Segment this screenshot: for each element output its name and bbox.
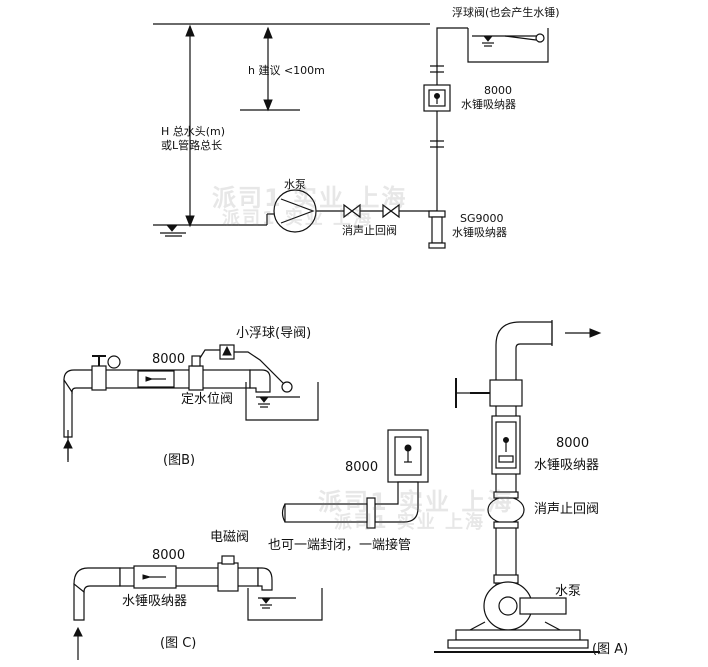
figc-solenoid: 电磁阀 xyxy=(210,530,250,545)
figa-caption: (图 A) xyxy=(592,642,629,657)
top-system-diagram xyxy=(153,23,549,249)
watermark-mid-1: 派司1 实业 上海 xyxy=(318,488,514,516)
figure-b-diagram xyxy=(63,344,319,462)
watermark-mid-2: 派司1 实业 上海 xyxy=(334,512,486,533)
figa-pump: 水泵 xyxy=(555,584,582,599)
middle-note: 也可一端封闭，一端接管 xyxy=(268,538,412,553)
absorber-top-model: 8000 xyxy=(484,84,512,97)
watermark-top-1: 派司1 实业 上海 xyxy=(212,184,408,212)
absorber-bottom-name: 水锤吸纳器 xyxy=(452,226,507,239)
figb-level-valve: 定水位阀 xyxy=(181,392,234,407)
figa-check-valve: 消声止回阀 xyxy=(534,502,600,517)
figc-caption: (图 C) xyxy=(160,636,197,651)
absorber-bottom xyxy=(428,210,446,249)
absorber-top-name: 水锤吸纳器 xyxy=(461,98,516,111)
h-total-label-2: 或L管路总长 xyxy=(161,139,223,152)
middle-model: 8000 xyxy=(345,460,379,475)
h-suggest-label: h 建议 <100m xyxy=(248,64,325,77)
h-total-label-1: H 总水头(m) xyxy=(161,125,226,138)
figa-model: 8000 xyxy=(556,436,590,451)
check-valve-label: 消声止回阀 xyxy=(342,224,397,237)
figure-a-diagram xyxy=(434,320,602,653)
float-valve-note: 浮球阀(也会产生水锤) xyxy=(452,6,560,19)
figb-caption: (图B) xyxy=(163,453,196,468)
absorber-top xyxy=(423,84,451,112)
pump-label: 水泵 xyxy=(284,178,306,191)
watermark-top-2: 派司1 实业 上海 xyxy=(222,208,374,229)
figc-model: 8000 xyxy=(152,548,186,563)
figc-absorber-name: 水锤吸纳器 xyxy=(122,594,188,609)
middle-detail-diagram xyxy=(281,429,429,529)
figb-model: 8000 xyxy=(152,352,186,367)
upper-tank xyxy=(467,28,549,63)
figb-small-float: 小浮球(导阀) xyxy=(236,326,312,341)
absorber-bottom-model: SG9000 xyxy=(460,212,504,225)
riser-pipe xyxy=(436,27,468,222)
figure-c-diagram xyxy=(73,555,323,660)
figa-absorber-name: 水锤吸纳器 xyxy=(534,458,600,473)
